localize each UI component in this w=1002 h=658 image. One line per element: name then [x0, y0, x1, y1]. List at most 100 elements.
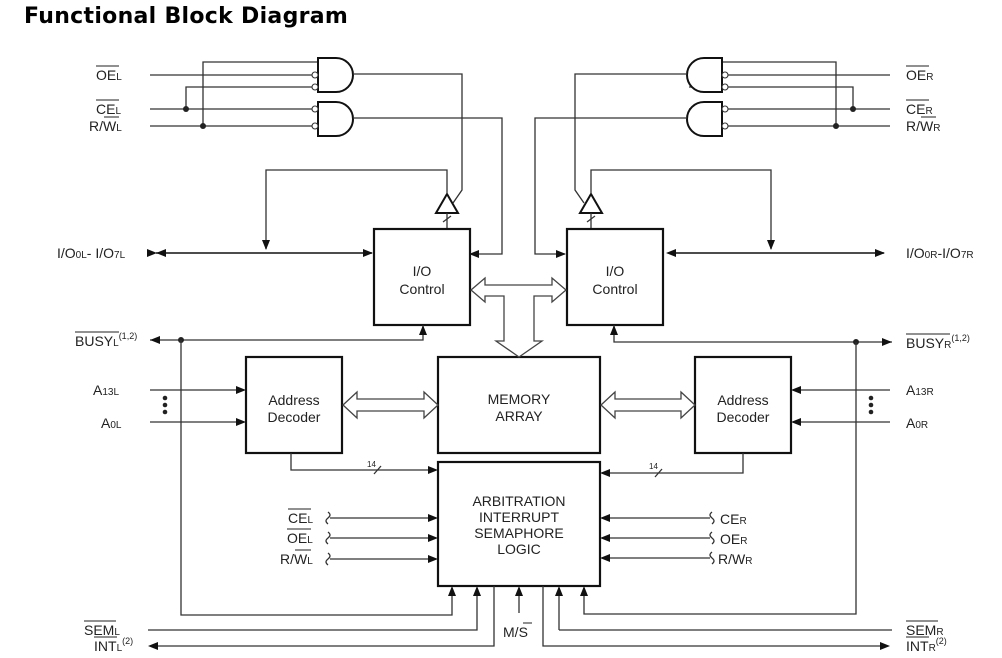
svg-text:M/S: M/S	[503, 624, 528, 640]
memory-array-label: MEMORY	[488, 391, 551, 407]
address-decoder-right-label: Decoder	[717, 409, 770, 425]
svg-text:BUSYR(1,2): BUSYR(1,2)	[906, 333, 970, 351]
bus-slash	[442, 215, 452, 223]
label-io-left: I/O0L- I/O7L	[57, 245, 126, 261]
arrow-up-icon	[473, 586, 481, 596]
arrow-left-icon	[666, 249, 676, 257]
label-master-slave: M/S	[503, 622, 532, 640]
address-decoder-left-label: Address	[268, 392, 319, 408]
tilde-break-icon	[709, 511, 715, 525]
svg-text:R/WL: R/WL	[280, 551, 313, 567]
arrow-up-icon	[448, 586, 456, 596]
oe-left-gate-output	[353, 73, 463, 204]
label-oe-left: OEL	[96, 65, 122, 83]
svg-text:I/O0R-I/O7R: I/O0R-I/O7R	[906, 245, 974, 261]
int-left-wire	[152, 586, 495, 647]
label-int-left: INTL(2)	[94, 636, 133, 654]
arrow-right-icon	[236, 386, 246, 394]
arrow-left-icon	[156, 249, 166, 257]
arrow-right-icon	[428, 466, 438, 474]
svg-text:OEL: OEL	[96, 67, 122, 83]
arrow-right-icon	[428, 514, 438, 522]
label-a13-left: A13L	[93, 382, 119, 398]
bus-slash	[654, 468, 663, 478]
io-control-right-label: Control	[592, 281, 637, 297]
tilde-break-icon	[325, 511, 331, 525]
label-arb-rw-left: R/WL	[280, 549, 313, 567]
tristate-buffer-left	[262, 169, 460, 250]
ellipsis-dot	[162, 402, 168, 408]
address-bus-right-arrow	[600, 390, 696, 420]
sem-left-wire	[148, 588, 478, 631]
ce-right-branch	[689, 86, 854, 109]
arrow-up-icon	[610, 325, 618, 335]
buffer-feedback-wire	[590, 169, 775, 250]
memory-array-label: ARRAY	[495, 408, 543, 424]
arrow-left-icon	[600, 554, 610, 562]
arbitration-logic-block	[436, 460, 602, 588]
and-gate-oe-left	[317, 57, 354, 93]
label-arb-oe-right: OER	[720, 531, 747, 547]
svg-text:CEL: CEL	[96, 101, 121, 117]
arrow-left-icon	[791, 386, 801, 394]
arrow-left-icon	[600, 534, 610, 542]
label-arb-rw-right: R/WR	[718, 551, 752, 567]
and-gate-rw-right	[686, 101, 723, 137]
arrow-up-icon	[555, 586, 563, 596]
inverter-bubble	[311, 122, 319, 130]
label-oe-right: OER	[906, 65, 933, 83]
svg-text:CEL: CEL	[288, 510, 313, 526]
svg-text:INTL(2): INTL(2)	[94, 636, 133, 654]
arrow-left-icon	[150, 336, 160, 344]
io-control-left-label: Control	[399, 281, 444, 297]
inverter-bubble	[721, 83, 729, 91]
int-right-wire	[542, 586, 886, 647]
io-control-left-label: I/O	[413, 263, 432, 279]
tristate-buffer-right	[578, 169, 775, 250]
label-a13-right: A13R	[906, 382, 934, 398]
tilde-break-icon	[709, 551, 715, 565]
junction-dot	[850, 106, 856, 112]
buffer-feedback-wire	[262, 169, 448, 250]
svg-text:BUSYL(1,2): BUSYL(1,2)	[75, 331, 137, 349]
label-ce-right: CER	[906, 99, 933, 117]
bus-slash	[373, 465, 382, 475]
label-rw-right: R/WR	[906, 116, 940, 134]
and-gate-rw-left	[317, 101, 354, 137]
junction-dot	[183, 106, 189, 112]
arrow-left-icon	[600, 514, 610, 522]
arrow-up-icon	[515, 586, 523, 596]
busy-right-to-arbitration	[583, 342, 857, 615]
label-rw-left: R/WL	[89, 116, 122, 134]
svg-text:SEMR: SEMR	[906, 622, 944, 638]
data-bus-t-arrow	[470, 276, 567, 358]
inverter-bubble	[721, 105, 729, 113]
label-ce-left: CEL	[96, 99, 121, 117]
io-control-left-block	[372, 227, 472, 327]
label-arb-oe-left: OEL	[287, 528, 313, 546]
label-arb-ce-left: CEL	[288, 508, 313, 526]
decoder-right-to-arbitration	[602, 453, 744, 474]
junction-dot	[833, 123, 839, 129]
svg-text:R/WL: R/WL	[89, 118, 122, 134]
label-arb-ce-right: CER	[720, 511, 747, 527]
label-busy-right: BUSYR(1,2)	[906, 333, 970, 351]
bus-width-right: 14	[649, 462, 658, 471]
label-busy-left: BUSYL(1,2)	[75, 331, 137, 349]
ellipsis-dot	[868, 409, 874, 415]
arrow-left-icon	[791, 418, 801, 426]
arrow-up-icon	[419, 325, 427, 335]
ellipsis-dot	[162, 409, 168, 415]
inverter-bubble	[721, 122, 729, 130]
address-decoder-right-label: Address	[717, 392, 768, 408]
arrow-left-icon	[600, 469, 610, 477]
bus-slash	[586, 215, 596, 223]
address-decoder-left-block	[244, 355, 344, 455]
label-sem-left: SEML	[84, 620, 120, 638]
label-a0-right: A0R	[906, 415, 928, 431]
arrow-right-icon	[880, 642, 890, 650]
right-control-gates	[534, 57, 890, 258]
ellipsis-dot	[868, 395, 874, 401]
arrow-right-icon	[882, 338, 892, 346]
